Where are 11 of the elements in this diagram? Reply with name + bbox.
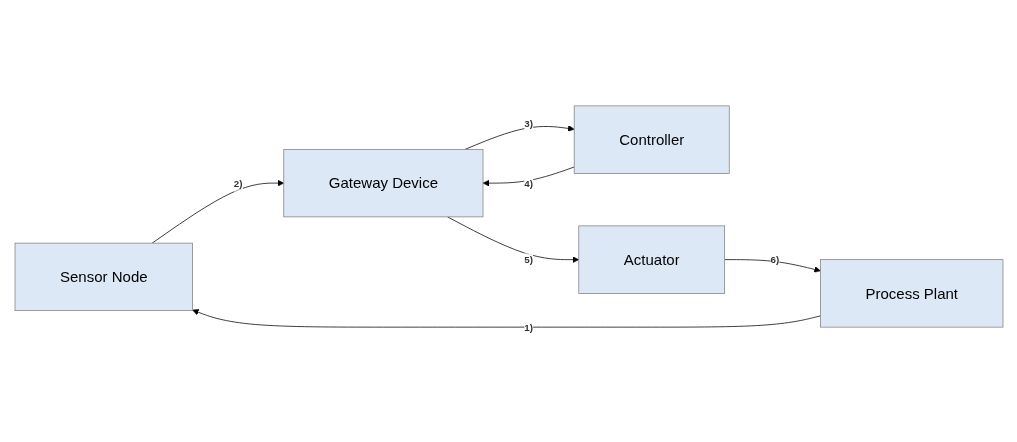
node-box: Gateway Device xyxy=(282,149,483,218)
edge-label: 1) xyxy=(523,321,533,334)
edge-label: 5) xyxy=(523,254,533,266)
node-box: Controller xyxy=(573,105,730,174)
node-box: Actuator xyxy=(577,225,725,294)
node-box: Process Plant xyxy=(819,259,1003,328)
edge-label: 6) xyxy=(770,254,779,266)
edge-label: 2) xyxy=(233,177,243,190)
node-box: Sensor Node xyxy=(14,242,193,311)
edge-label: 4) xyxy=(523,177,533,190)
edge-label: 3) xyxy=(523,117,533,130)
